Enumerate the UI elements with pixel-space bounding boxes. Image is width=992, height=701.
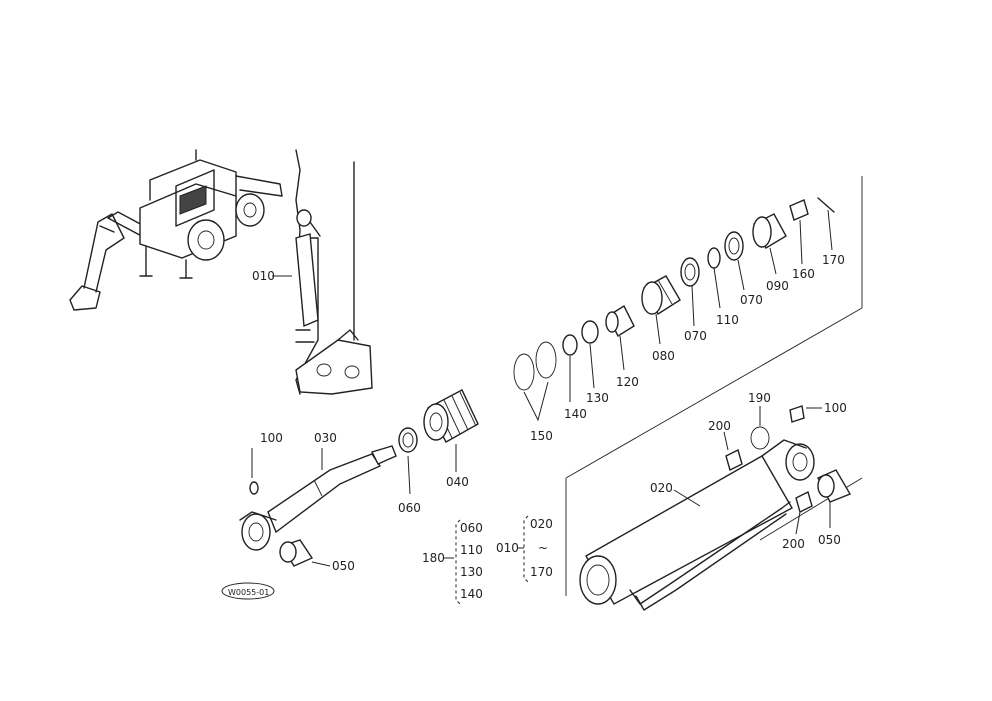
kit-010-group: 010 020 ~ 170 xyxy=(496,515,553,583)
kit-010-tilde: ~ xyxy=(538,541,548,555)
ring-070-a xyxy=(680,257,700,287)
kit-010-head: 010 xyxy=(496,541,519,555)
ring-070-b xyxy=(724,231,744,261)
ring-110 xyxy=(707,247,721,269)
kit-010-to: 170 xyxy=(530,565,553,579)
bushing-050-left xyxy=(279,539,314,567)
piston-080 xyxy=(641,275,681,315)
label-050-right: 050 xyxy=(818,533,841,547)
kit-010-from: 020 xyxy=(530,517,553,531)
label-200-upper: 200 xyxy=(708,419,731,433)
kit-180-item: 130 xyxy=(460,565,483,579)
label-070-a: 070 xyxy=(684,329,707,343)
label-050-left: 050 xyxy=(332,559,355,573)
ring-130 xyxy=(581,320,599,344)
label-080: 080 xyxy=(652,349,675,363)
tractor-backhoe-illustration xyxy=(69,149,283,311)
label-020: 020 xyxy=(650,481,673,495)
piston-rod-030 xyxy=(239,445,397,551)
kit-180-group: 180 060 110 130 140 xyxy=(422,519,483,605)
piston-090 xyxy=(752,213,787,249)
label-100-left: 100 xyxy=(260,431,283,445)
label-140: 140 xyxy=(564,407,587,421)
drawing-number-stamp: W0055-01 xyxy=(221,582,275,600)
label-030: 030 xyxy=(314,431,337,445)
kit-180-item: 110 xyxy=(460,543,483,557)
nut-160 xyxy=(789,199,809,221)
bushing-050-right xyxy=(817,469,852,503)
o-rings-150 xyxy=(513,341,557,391)
label-170: 170 xyxy=(822,253,845,267)
label-190: 190 xyxy=(748,391,771,405)
label-150: 150 xyxy=(530,429,553,443)
label-090: 090 xyxy=(766,279,789,293)
label-070-b: 070 xyxy=(740,293,763,307)
kit-180-head: 180 xyxy=(422,551,445,565)
label-110: 110 xyxy=(716,313,739,327)
pin-170 xyxy=(817,197,835,213)
cylinder-location-view: 010 xyxy=(252,149,373,395)
wiper-seal-060 xyxy=(398,427,418,453)
label-200-lower: 200 xyxy=(782,537,805,551)
label-100-right: 100 xyxy=(824,401,847,415)
label-010-location: 010 xyxy=(252,269,275,283)
o-ring-190 xyxy=(750,426,770,450)
label-160: 160 xyxy=(792,267,815,281)
drawing-number: W0055-01 xyxy=(228,588,269,597)
plug-200-upper xyxy=(725,448,743,472)
ring-140 xyxy=(562,334,578,356)
label-040: 040 xyxy=(446,475,469,489)
cylinder-head-040 xyxy=(423,389,479,443)
grease-nipple-100-right xyxy=(789,405,805,423)
label-130: 130 xyxy=(586,391,609,405)
leader-lines xyxy=(251,209,833,567)
label-060: 060 xyxy=(398,501,421,515)
label-120: 120 xyxy=(616,375,639,389)
kit-180-item: 060 xyxy=(460,521,483,535)
cylinder-tube-020 xyxy=(579,439,815,611)
collar-120 xyxy=(605,304,635,338)
kit-180-item: 140 xyxy=(460,587,483,601)
plug-200-lower xyxy=(795,490,813,514)
